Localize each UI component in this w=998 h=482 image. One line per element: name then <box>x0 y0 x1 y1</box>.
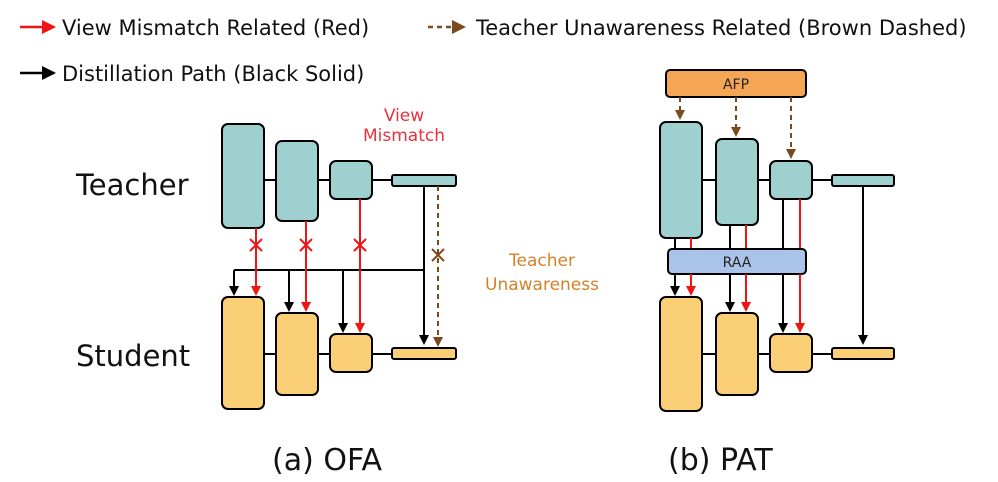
pat-teacher-to-raa-black <box>674 199 784 249</box>
ofa-brown-cross-icon <box>431 248 445 262</box>
teacher-row-label: Teacher <box>75 168 189 202</box>
view-mismatch-note-line1: View <box>384 106 424 126</box>
pat-student-stage-1 <box>659 296 703 412</box>
ofa-red-cross-icons <box>249 238 367 252</box>
pat-student-head <box>831 347 895 360</box>
pat-raa-to-student-red <box>686 274 805 333</box>
afp-label: AFP <box>723 77 749 93</box>
teacher-unawareness-note-line2: Unawareness <box>485 275 599 295</box>
raa-label: RAA <box>723 255 752 271</box>
legend-red-label: View Mismatch Related (Red) <box>62 16 369 40</box>
ofa-teacher-stage-1 <box>221 123 265 229</box>
ofa-distillation-path <box>229 186 429 345</box>
teacher-unawareness-note-line1: Teacher <box>508 251 575 271</box>
pat-afp-arrows <box>675 97 796 159</box>
pat-teacher-to-raa-red <box>690 199 801 249</box>
legend-brown-label: Teacher Unawareness Related (Brown Dashe… <box>475 16 967 40</box>
view-mismatch-note-line2: Mismatch <box>363 126 445 146</box>
ofa-student-stage-2 <box>275 312 319 396</box>
pat-teacher-stage-1 <box>659 121 703 239</box>
student-row-label: Student <box>76 339 190 373</box>
pat-student-stage-3 <box>769 333 813 373</box>
pat-diagram: AFP RAA <box>659 69 895 478</box>
pat-student-stage-2 <box>715 312 759 396</box>
ofa-student-stage-3 <box>329 333 373 373</box>
pat-teacher-head <box>831 174 895 187</box>
ofa-caption: (a) OFA <box>272 443 382 478</box>
ofa-view-mismatch-arrows <box>251 199 365 333</box>
ofa-teacher-stage-3 <box>329 160 373 200</box>
ofa-student-head <box>391 347 457 360</box>
ofa-teacher-head <box>391 174 457 187</box>
pat-raa-to-student-black <box>670 274 788 333</box>
ofa-diagram: Teacher Student <box>75 106 457 478</box>
ofa-teacher-stage-2 <box>275 140 319 222</box>
pat-caption: (b) PAT <box>668 443 773 478</box>
pat-teacher-stage-2 <box>715 138 759 226</box>
legend: View Mismatch Related (Red) Teacher Unaw… <box>20 16 967 86</box>
ofa-student-stage-1 <box>221 296 265 410</box>
legend-black-label: Distillation Path (Black Solid) <box>62 62 364 86</box>
raa-module <box>667 248 807 275</box>
pat-teacher-stage-3 <box>769 160 813 200</box>
